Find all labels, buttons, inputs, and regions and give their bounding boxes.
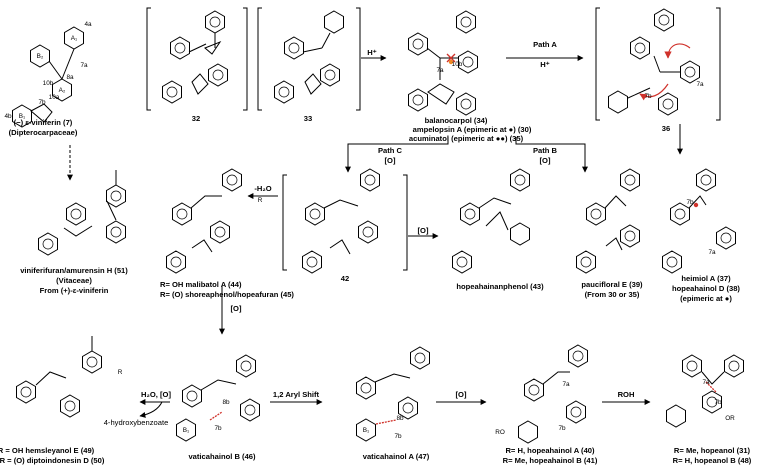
bracket-36 <box>595 7 721 121</box>
structure-vaticahainol-a <box>356 346 430 442</box>
label-from-viniferin: From (+)-ε-viniferin <box>39 286 109 295</box>
bracket-42 <box>282 174 408 271</box>
label-ro-hopeahainol: RO <box>495 429 505 436</box>
label-hopeanol-b: R= H, hopeanol B (48) <box>672 456 752 465</box>
locant-4a: 4a <box>84 21 92 28</box>
label-acuminatol: acuminatol (epimeric at ●●) (35) <box>408 134 524 143</box>
label-h2o-o: H₂O, [O] <box>141 390 171 399</box>
structure-paucifloral <box>576 168 640 274</box>
label-hplus-2: H⁺ <box>540 60 550 69</box>
label-path-a: Path A <box>533 40 557 49</box>
locant-8a: 8a <box>66 74 74 81</box>
label-33: 33 <box>303 114 313 123</box>
structure-32 <box>162 10 228 104</box>
label-hopeanol: R= Me, hopeanol (31) <box>673 446 751 455</box>
locant-7b: 7b <box>38 99 46 106</box>
label-aryl-shift: 1,2 Aryl Shift <box>272 390 320 399</box>
locant-10b-balano: 10b <box>451 61 463 68</box>
locant-7b-vb: 7b <box>214 425 222 432</box>
label-viniferin: (−) ε-viniferin (7) <box>13 118 73 127</box>
ring-label-b1-va: B₁ <box>362 427 370 434</box>
ring-label-b1-vb: B₁ <box>182 427 190 434</box>
label-32: 32 <box>191 114 201 123</box>
locant-8b-va: 8b <box>396 415 404 422</box>
ring-label-a2: A₂ <box>58 87 66 94</box>
label-malibatol: R= OH malibatol A (44) <box>160 280 242 289</box>
arrow-hydroxybenzoate <box>139 401 163 418</box>
label-hopeahainanphenol: hopeahainanphenol (43) <box>456 282 544 291</box>
structure-hopeahainol <box>518 344 588 444</box>
locant-7a-balano: 7a <box>436 67 444 74</box>
label-42: 42 <box>340 274 350 283</box>
label-hplus-1: H⁺ <box>367 48 377 57</box>
structure-hopeahainanphenol <box>452 168 530 274</box>
label-shoreaphenol: R= (O) shoreaphenol/hopeafuran (45) <box>160 290 294 299</box>
locant-7b-36: 7b <box>644 93 652 100</box>
structure-33 <box>274 10 344 104</box>
locant-8b-vb: 8b <box>222 399 230 406</box>
locant-7a-heimiol: 7a <box>708 249 716 256</box>
label-vaticahainol-a: vaticahainol A (47) <box>362 452 430 461</box>
label-dipterocarpaceae: (Dipterocarpaceae) <box>8 128 78 137</box>
viniferin-skeleton <box>12 26 84 128</box>
label-paucifloral: paucifloral E (39) <box>581 280 643 289</box>
ring-label-b2: B₂ <box>36 53 44 60</box>
label-r-malibatol: R <box>257 197 263 204</box>
label-roh: ROH <box>617 390 635 399</box>
ring-label-b1: B₁ <box>18 113 26 120</box>
structure-balanocarpol <box>408 10 478 116</box>
locant-7b-hopeanol: 7b <box>714 399 722 406</box>
arrow-path-b <box>515 137 588 173</box>
label-ampelopsin: ampelopsin A (epimeric at ●) (30) <box>412 125 532 134</box>
ring-label-a1: A₁ <box>70 35 78 42</box>
label-epimeric: (epimeric at ●) <box>680 294 732 303</box>
locant-7b-va: 7b <box>394 433 402 440</box>
label-hemsleyanol: R = OH hemsleyanol E (49) <box>0 446 95 455</box>
locant-7b-heimiol: 7b <box>686 199 694 206</box>
label-path-b-o: [O] <box>539 156 551 165</box>
label-from-30: (From 30 or 35) <box>584 290 640 299</box>
structure-malibatol <box>166 168 242 274</box>
label-hopeahainol-d: hopeahainol D (38) <box>672 284 740 293</box>
label-r-hemsleyanol: R <box>117 369 123 376</box>
structure-vaticahainol-b <box>176 354 260 442</box>
structure-hopeanol <box>666 354 744 428</box>
label-heimiol: heimiol A (37) <box>681 274 731 283</box>
label-path-c: Path C <box>377 146 403 155</box>
locant-4b: 4b <box>4 113 12 120</box>
locant-7a-36: 7a <box>696 81 704 88</box>
bracket-32 <box>146 7 248 111</box>
locant-7a-hopA: 7a <box>562 381 570 388</box>
locant-7b-hopA: 7b <box>558 425 566 432</box>
arrow-path-c <box>345 137 449 173</box>
label-o-down: [O] <box>230 304 242 313</box>
label-o-40: [O] <box>455 390 467 399</box>
label-diptoindonesin: R = (O) diptoindonesin D (50) <box>0 456 105 465</box>
label-36: 36 <box>661 124 671 133</box>
structure-hemsleyanol <box>16 336 102 418</box>
label-vaticahainol-b: vaticahainol B (46) <box>188 452 256 461</box>
label-path-c-o: [O] <box>384 156 396 165</box>
label-viniferifuran: viniferifuran/amurensin H (51) <box>20 266 128 275</box>
label-hydroxybenzoate: 4-hydroxybenzoate <box>103 418 169 427</box>
label-path-b: Path B <box>532 146 558 155</box>
label-balanocarpol: balanocarpol (34) <box>424 116 488 125</box>
label-minus-h2o: -H₂O <box>254 184 272 193</box>
structure-heimiol <box>662 168 736 274</box>
label-or-hopeanol: OR <box>725 415 735 422</box>
structure-36 <box>608 8 700 116</box>
bracket-33 <box>257 7 361 111</box>
locant-7a-hopeanol: 7a <box>702 379 710 386</box>
label-hopeahainol-a: R= H, hopeahainol A (40) <box>505 446 595 455</box>
locant-10b: 10b <box>42 80 54 87</box>
label-hopeahainol-b: R= Me, hopeahainol B (41) <box>502 456 598 465</box>
locant-10a: 10a <box>48 94 60 101</box>
locant-7a: 7a <box>80 62 88 69</box>
structure-viniferifuran <box>38 170 126 256</box>
label-o-43: [O] <box>417 226 429 235</box>
label-vitaceae: (Vitaceae) <box>56 276 92 285</box>
structure-42 <box>302 168 380 274</box>
